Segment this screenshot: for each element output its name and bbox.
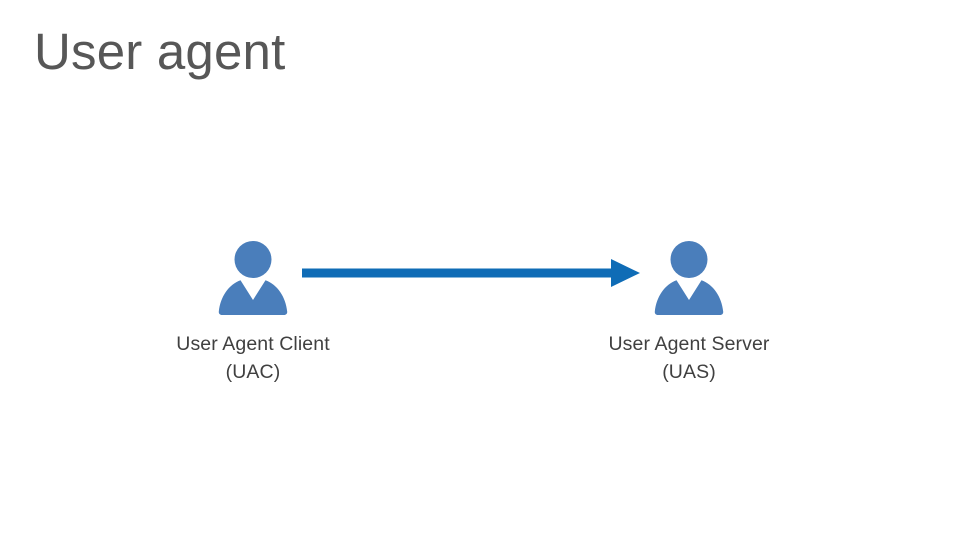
node-user-agent-server[interactable]: User Agent Server (UAS) xyxy=(574,239,804,386)
node-label-abbreviation: (UAS) xyxy=(662,360,716,383)
node-label: User Agent Server (UAS) xyxy=(574,331,804,386)
right-arrow-icon xyxy=(302,258,640,288)
node-user-agent-client[interactable]: User Agent Client (UAC) xyxy=(138,239,368,386)
node-label-name: User Agent Server xyxy=(608,333,770,355)
person-icon xyxy=(216,239,290,315)
person-icon xyxy=(652,239,726,315)
node-label-abbreviation: (UAC) xyxy=(225,360,281,383)
page-title: User agent xyxy=(34,23,286,80)
node-label: User Agent Client (UAC) xyxy=(138,331,368,386)
node-label-name: User Agent Client xyxy=(176,333,330,355)
